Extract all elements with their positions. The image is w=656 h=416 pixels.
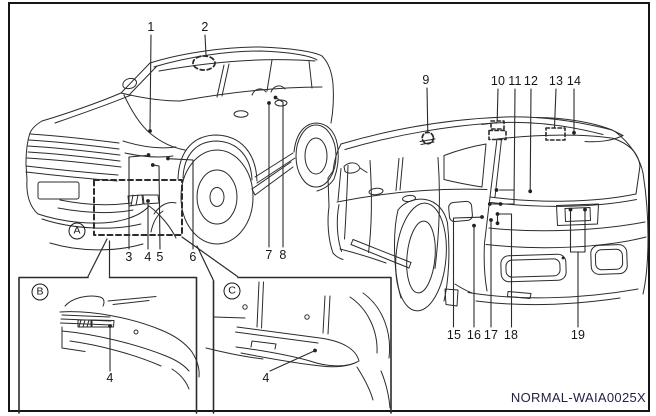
callout-label-4: 4 (144, 249, 152, 264)
roof-unit-dashed-outline (490, 120, 505, 130)
callout-label-15: 15 (446, 327, 462, 342)
detail-c-callout-label-4: 4 (262, 370, 270, 385)
figure-code: NORMAL-WAIA0025X (510, 390, 646, 405)
callout-label-8: 8 (279, 247, 287, 262)
callout-label-2: 2 (201, 19, 209, 34)
callout-label-18: 18 (503, 327, 519, 342)
callout-label-13: 13 (548, 73, 564, 88)
callout-label-12: 12 (523, 73, 539, 88)
callout-label-6: 6 (189, 249, 197, 264)
callout-label-9: 9 (422, 72, 430, 87)
callout-label-3: 3 (125, 249, 133, 264)
camera-unit-dashed-outline (192, 55, 216, 71)
callout-label-7: 7 (265, 247, 273, 262)
detail-b-callout-label-4: 4 (106, 370, 114, 385)
section-label-c: C (223, 282, 241, 300)
callout-label-1: 1 (147, 19, 155, 34)
detection-area-a-dashed-box (87, 179, 239, 282)
callout-label-14: 14 (566, 73, 582, 88)
roof-antenna-dashed-outline (421, 131, 435, 145)
callout-label-19: 19 (570, 327, 586, 342)
rear-callout-leaders (421, 87, 587, 328)
callout-label-10: 10 (490, 73, 506, 88)
detail-box-b (18, 276, 200, 414)
callout-label-5: 5 (156, 249, 164, 264)
section-label-b: B (31, 283, 49, 301)
front-callout-leaders (128, 34, 284, 250)
detail-box-c (205, 276, 392, 414)
callout-label-16: 16 (466, 327, 482, 342)
callout-label-17: 17 (483, 327, 499, 342)
rear-vehicle-illustration (327, 116, 649, 312)
callout-label-11: 11 (508, 73, 522, 88)
spoiler-unit-dashed-outline (545, 127, 566, 141)
section-label-a: A (68, 222, 86, 240)
figure-border (8, 2, 650, 412)
